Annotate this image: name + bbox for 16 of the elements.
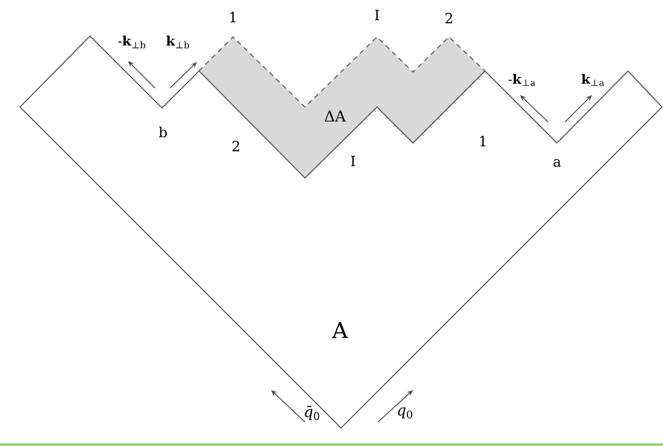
diagram-label: a [554, 159, 561, 167]
diagram-label: 1 [230, 12, 236, 22]
diagram-label: q$_{0}$ [398, 407, 412, 419]
diagram-label: b [158, 126, 167, 138]
diagram-label: q̄$_{0}$ [304, 406, 320, 420]
diagram-label: 2 [446, 12, 452, 24]
diagram-label: A [332, 322, 348, 338]
diagram-label: I [351, 156, 355, 166]
diagram-label: k$_{⊥b}$ [166, 36, 190, 48]
diagram-label: k$_{⊥a}$ [582, 74, 604, 86]
diagram-label: ΔA [324, 110, 346, 122]
diagram-label: 1 [480, 136, 486, 146]
diagram-label: -k$_{⊥b}$ [118, 36, 146, 48]
diagram-label: -k$_{⊥a}$ [508, 74, 536, 86]
diagram-label: 2 [232, 140, 240, 152]
diagram-label: I [375, 10, 379, 20]
